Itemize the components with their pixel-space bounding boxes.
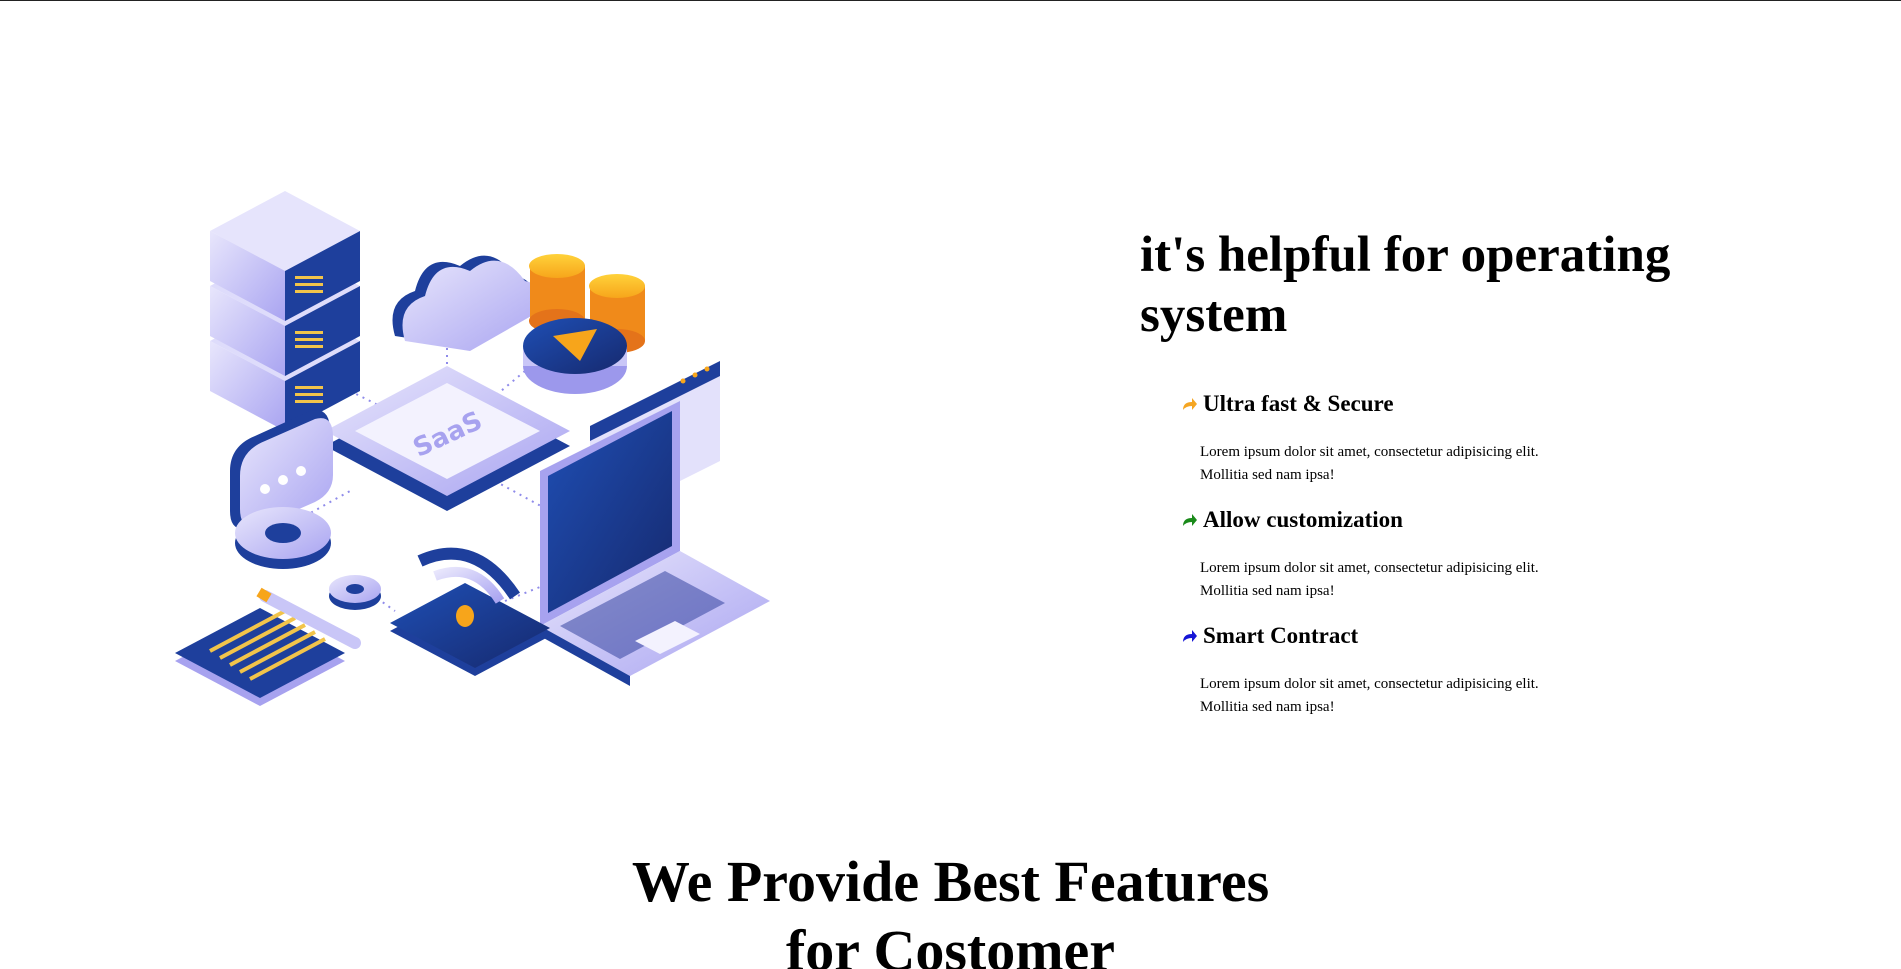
play-button-icon [523,318,627,394]
share-arrow-icon [1183,514,1197,526]
feature-content: it's helpful for operating system Ultra … [1140,225,1780,737]
section-heading: it's helpful for operating system [1140,227,1671,343]
share-arrow-icon [1183,630,1197,642]
feature-description: Lorem ipsum dolor sit amet, consectetur … [1200,560,1539,599]
feature-title: Allow customization [1203,507,1403,532]
saas-illustration: SaaS [175,191,770,706]
feature-item-smart-contract: Smart Contract Lorem ipsum dolor sit ame… [1180,621,1780,719]
chat-bubble-icon [230,410,333,529]
feature-description: Lorem ipsum dolor sit amet, consectetur … [1200,444,1539,483]
phone-wifi-icon [390,547,550,676]
feature-title: Ultra fast & Secure [1203,391,1394,416]
pencil-icon [256,587,361,649]
laptop-icon [540,401,770,686]
feature-item-ultra-fast: Ultra fast & Secure Lorem ipsum dolor si… [1180,389,1780,487]
small-gear-icon [329,575,381,610]
features-title-line2: for Costomer [785,918,1116,969]
feature-description: Lorem ipsum dolor sit amet, consectetur … [1200,676,1539,715]
server-stack-icon [210,191,360,431]
feature-item-customization: Allow customization Lorem ipsum dolor si… [1180,505,1780,603]
feature-list: Ultra fast & Secure Lorem ipsum dolor si… [1140,389,1780,719]
cloud-icon [392,255,543,351]
feature-title: Smart Contract [1203,623,1359,648]
gear-icon [235,507,331,569]
notepad-icon [175,608,345,706]
features-title-line1: We Provide Best Features [631,849,1270,914]
saas-chip-icon: SaaS [325,366,570,511]
share-arrow-icon [1183,398,1197,410]
